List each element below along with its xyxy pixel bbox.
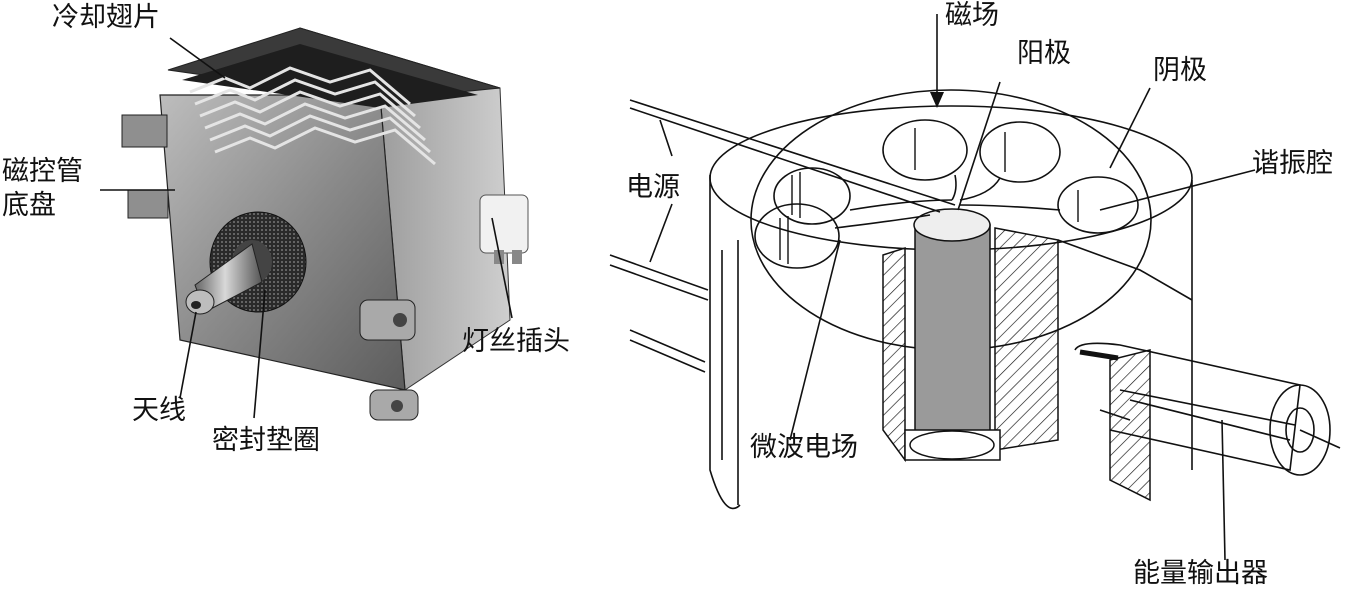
label-magnetron-base-line2: 底盘: [2, 189, 56, 221]
right-leader-lines: [649, 81, 1256, 561]
label-seal-ring: 密封垫圈: [212, 425, 320, 456]
label-energy-output: 能量输出器: [1133, 558, 1268, 589]
label-cathode: 阴极: [1153, 55, 1207, 86]
label-magnetron-base: 磁控管 底盘: [2, 155, 83, 223]
label-power-supply: 电源: [626, 172, 680, 203]
label-anode: 阳极: [1017, 38, 1071, 69]
label-magnetic-field: 磁场: [945, 0, 999, 31]
magnetron-cutaway-diagram: [609, 14, 1341, 510]
magnetron-photo: [121, 27, 529, 421]
label-cooling-fins: 冷却翅片: [52, 2, 160, 33]
label-resonant-cavity: 谐振腔: [1252, 148, 1333, 179]
label-filament-plug: 灯丝插头: [462, 326, 570, 357]
label-microwave-field: 微波电场: [750, 432, 858, 463]
label-magnetron-base-line1: 磁控管: [2, 156, 83, 187]
label-antenna: 天线: [132, 395, 186, 426]
left-leader-lines: [100, 37, 513, 419]
